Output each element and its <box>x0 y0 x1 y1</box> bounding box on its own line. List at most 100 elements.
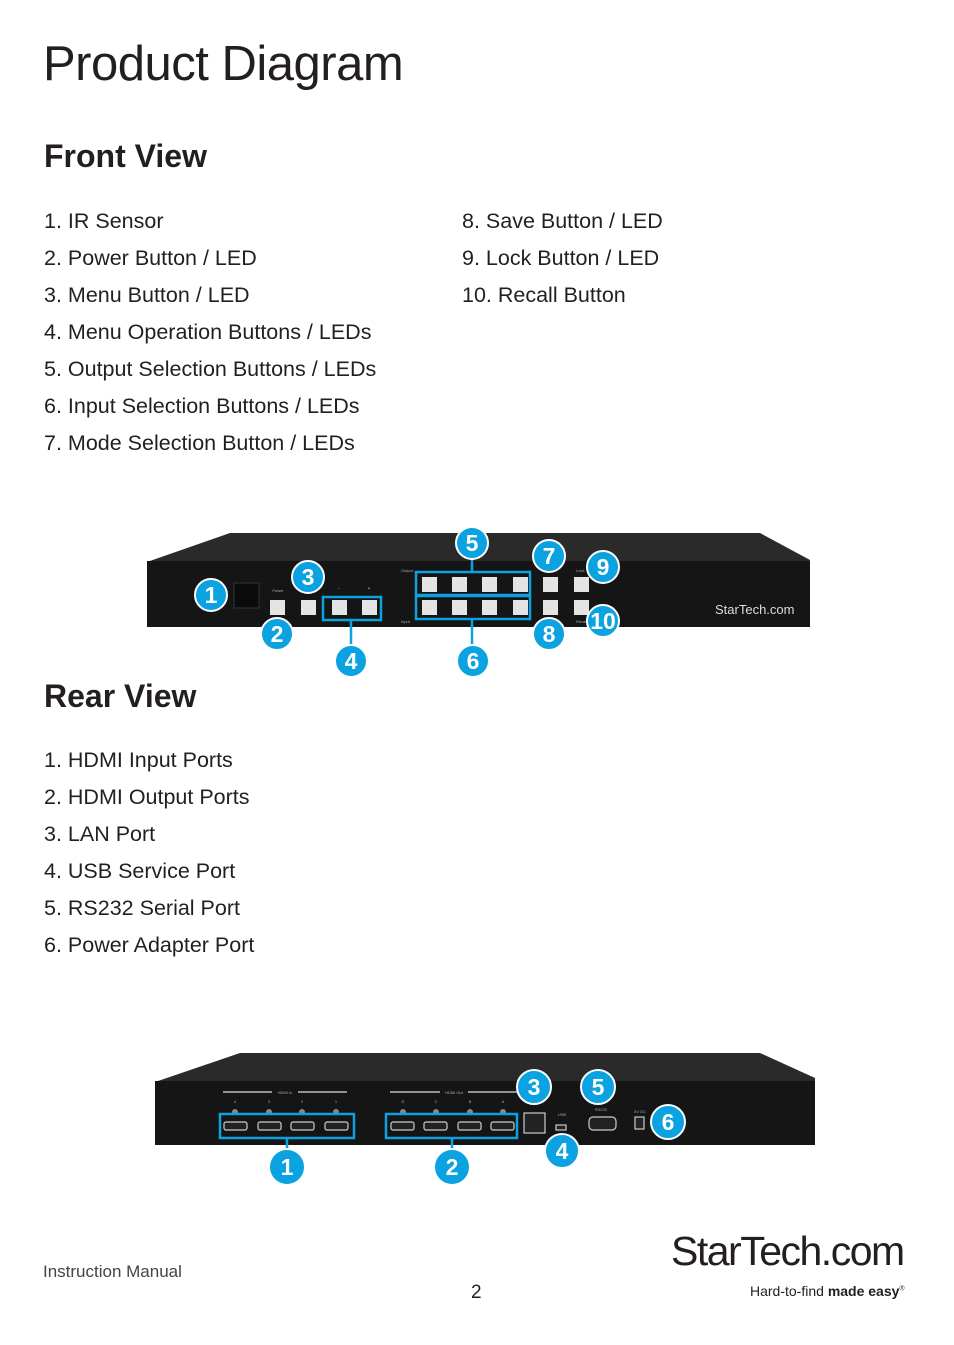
device-label: 1 <box>281 1154 294 1180</box>
list-item: 1. IR Sensor <box>44 209 164 233</box>
list-item: 3. Menu Button / LED <box>44 283 250 307</box>
callout-badge: 5 <box>455 526 489 560</box>
device-label: 5 <box>466 530 479 556</box>
callout-badge: 2 <box>260 617 294 651</box>
rs232-port <box>588 1116 617 1131</box>
device-label: Input <box>401 619 411 624</box>
device-label: 2 <box>446 1154 459 1180</box>
device-label: B <box>469 1099 472 1104</box>
device-label: USB <box>558 1112 567 1117</box>
hdmi-out-port <box>423 1121 448 1131</box>
device-label: 3 <box>268 1099 271 1104</box>
hdmi-in-port <box>223 1121 248 1131</box>
list-item: 6. Input Selection Buttons / LEDs <box>44 394 360 418</box>
device-label: 2 <box>301 1099 304 1104</box>
callout-badge: 8 <box>532 617 566 651</box>
tagline: Hard-to-find made easy® <box>750 1283 905 1299</box>
callout-badge: 3 <box>516 1069 552 1105</box>
callout-badge: 9 <box>586 550 620 584</box>
recall-button <box>574 600 589 615</box>
device-label: A <box>502 1099 505 1104</box>
device-label: D <box>402 1099 405 1104</box>
list-item: 8. Save Button / LED <box>462 209 663 233</box>
callout-badge: 4 <box>334 644 368 678</box>
page-title: Product Diagram <box>43 37 404 91</box>
device-label: 9 <box>597 554 610 580</box>
page-number: 2 <box>471 1282 482 1303</box>
list-item: 2. Power Button / LED <box>44 246 257 270</box>
device-label: + <box>368 586 371 592</box>
footer-manual-label: Instruction Manual <box>43 1262 182 1281</box>
hdmi-out-port <box>490 1121 515 1131</box>
list-item: 9. Lock Button / LED <box>462 246 660 270</box>
ir-sensor <box>233 582 260 609</box>
device-label: 1 <box>205 582 218 608</box>
hdmi-out-port <box>390 1121 415 1131</box>
device-label: 2 <box>271 621 284 647</box>
list-item: 5. RS232 Serial Port <box>44 896 240 920</box>
device-logo: StarTech.com <box>715 602 794 617</box>
device-label: 3 <box>528 1074 541 1100</box>
list-item: 2. HDMI Output Ports <box>44 785 250 809</box>
callout-badge: 1 <box>268 1148 306 1186</box>
device-label: 5V DC <box>634 1109 646 1114</box>
hdmi-in-port <box>257 1121 282 1131</box>
list-item: 3. LAN Port <box>44 822 156 846</box>
startech-logo: StarTech.com <box>671 1228 905 1274</box>
input-button <box>482 600 497 615</box>
hdmi-in-port <box>290 1121 315 1131</box>
output-button <box>422 577 437 592</box>
callout-badge: 3 <box>291 560 325 594</box>
device-label: RS232 <box>595 1107 608 1112</box>
rear-callouts: 1 2 3 4 5 6 <box>268 1069 686 1186</box>
input-button <box>513 600 528 615</box>
mode-button <box>543 577 558 592</box>
output-button <box>482 577 497 592</box>
rear-list: 1. HDMI Input Ports 2. HDMI Output Ports… <box>44 742 254 964</box>
list-item: 4. Menu Operation Buttons / LEDs <box>44 320 372 344</box>
menu-button <box>301 600 316 615</box>
device-label: Lock <box>576 568 584 573</box>
callout-badge: 2 <box>433 1148 471 1186</box>
callout-badge: 4 <box>544 1133 580 1169</box>
front-view-heading: Front View <box>44 138 207 174</box>
device-label: 7 <box>543 543 556 569</box>
callout-badge: 5 <box>580 1069 616 1105</box>
menu-plus-button <box>362 600 377 615</box>
device-label: 4 <box>556 1138 569 1164</box>
front-list-col1: 1. IR Sensor 2. Power Button / LED 3. Me… <box>44 203 376 462</box>
callout-badge: 7 <box>532 539 566 573</box>
device-label: HDMI Out <box>445 1090 464 1095</box>
device-label: Power <box>272 588 284 593</box>
device-label: 10 <box>590 608 616 634</box>
power-button <box>270 600 285 615</box>
device-label: C <box>435 1099 438 1104</box>
lan-port <box>523 1112 546 1134</box>
list-item: 4. USB Service Port <box>44 859 236 883</box>
list-item: 5. Output Selection Buttons / LEDs <box>44 357 377 381</box>
hdmi-out-port <box>457 1121 482 1131</box>
device-label: HDMI In <box>278 1090 293 1095</box>
device-label: 4 <box>234 1099 237 1104</box>
front-list-col2: 8. Save Button / LED 9. Lock Button / LE… <box>462 203 663 314</box>
output-button <box>513 577 528 592</box>
input-button <box>452 600 467 615</box>
device-label: Output <box>401 568 414 573</box>
rear-view-heading: Rear View <box>44 678 197 714</box>
usb-port <box>555 1124 567 1131</box>
lock-button <box>574 577 589 592</box>
input-button <box>422 600 437 615</box>
list-item: 6. Power Adapter Port <box>44 933 255 957</box>
device-label: 1 <box>335 1099 338 1104</box>
output-button <box>452 577 467 592</box>
callout-badge: 10 <box>586 604 620 638</box>
list-item: 7. Mode Selection Button / LEDs <box>44 431 355 455</box>
device-label: 5 <box>592 1074 605 1100</box>
hdmi-in-port <box>324 1121 349 1131</box>
callout-badge: 6 <box>650 1104 686 1140</box>
callout-badge: 6 <box>456 644 490 678</box>
list-item: 1. HDMI Input Ports <box>44 748 233 772</box>
device-label: 4 <box>345 648 358 674</box>
device-label: 6 <box>662 1109 675 1135</box>
